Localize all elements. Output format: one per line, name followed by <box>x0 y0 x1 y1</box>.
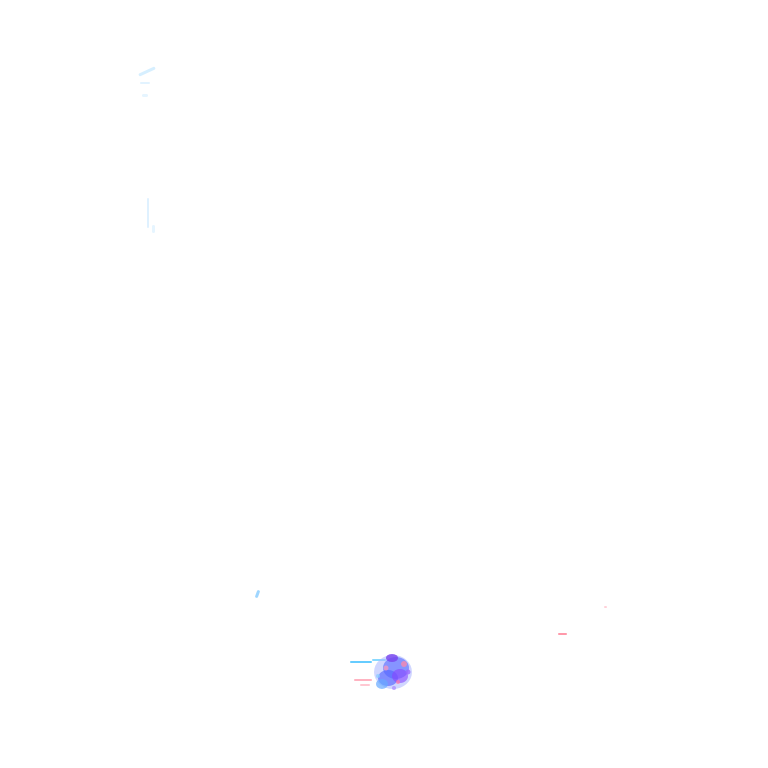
faint-cyan-vertical-mark-2 <box>152 225 155 233</box>
faint-cyan-speck-top-2 <box>140 82 150 84</box>
small-pink-mark <box>558 633 567 635</box>
colorful-blob <box>374 654 412 690</box>
small-cyan-mark <box>254 589 261 599</box>
cyan-streak-left-2 <box>372 659 386 661</box>
faint-cyan-vertical-mark <box>147 198 149 228</box>
pink-streak-left-2 <box>360 684 370 686</box>
tiny-pink-speck <box>604 606 607 608</box>
faint-cyan-speck-top <box>138 66 156 77</box>
cyan-streak-left <box>350 661 372 663</box>
pink-streak-left <box>354 679 372 681</box>
faint-cyan-speck-top-3 <box>142 94 148 97</box>
